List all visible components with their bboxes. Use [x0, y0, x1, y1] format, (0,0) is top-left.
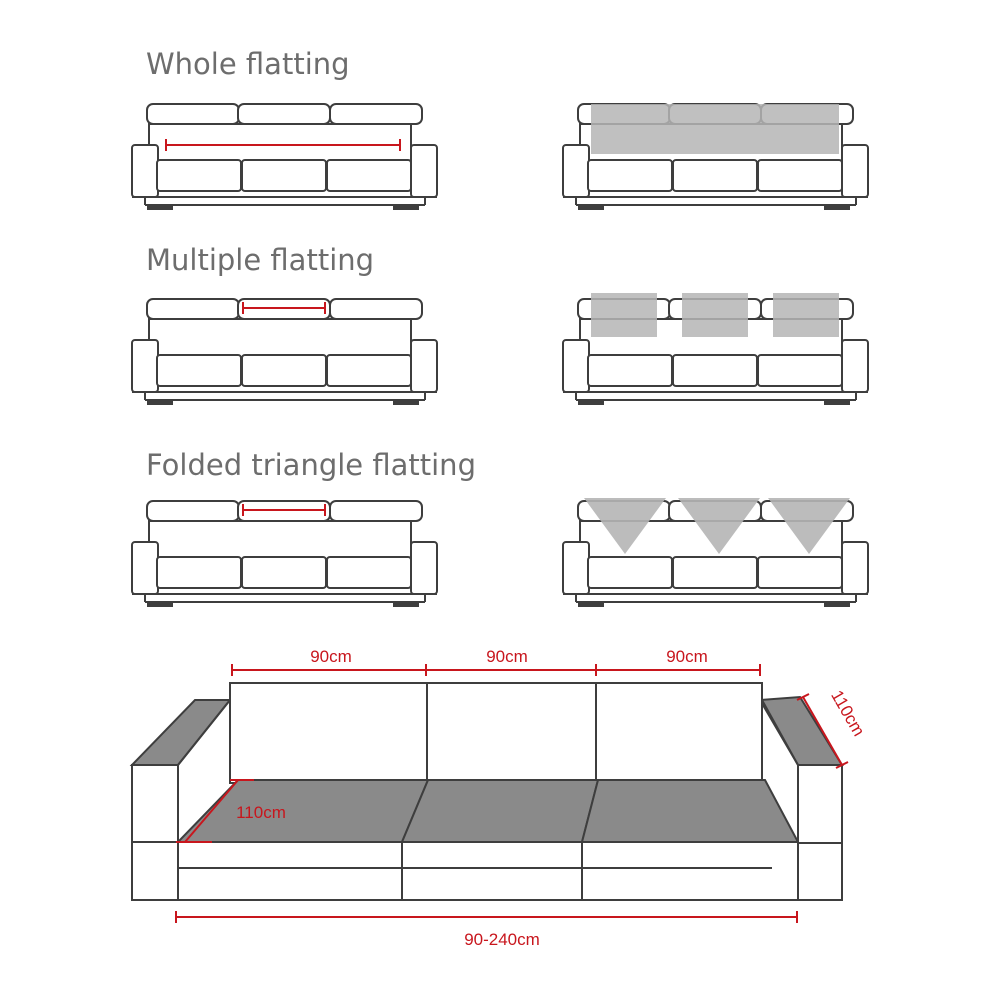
dim-arm: [796, 693, 849, 769]
sofa-whole-right: [562, 103, 869, 211]
whole-width-line: [165, 139, 401, 151]
cover-square-2: [682, 293, 748, 337]
sofa-multiple-right: [562, 293, 869, 406]
sofa-whole-left: [131, 103, 438, 211]
right-arm-cover: [758, 695, 844, 766]
multiple-width-line: [242, 302, 326, 314]
folded-triangles: [584, 498, 850, 554]
sofa-triangle-left: [131, 500, 438, 608]
dim-depth: [176, 779, 254, 843]
seat-cover-right: [580, 779, 800, 843]
triangle-width-line: [242, 504, 326, 516]
dim-label-total: 90-240cm: [464, 930, 540, 949]
left-arm-cover: [129, 699, 233, 766]
sofa-dimension-view: [129, 682, 844, 901]
dim-label-width-1: 90cm: [310, 647, 352, 666]
whole-cover-shade: [591, 104, 839, 154]
heading-triangle-flatting: Folded triangle flatting: [146, 448, 476, 482]
heading-multiple-flatting: Multiple flatting: [146, 243, 375, 277]
dim-label-width-2: 90cm: [486, 647, 528, 666]
cover-square-1: [591, 293, 657, 337]
dim-top: [231, 664, 761, 676]
sofa-multiple-left: [131, 298, 438, 406]
heading-whole-flatting: Whole flatting: [146, 47, 350, 81]
dim-label-arm: 110cm: [827, 687, 868, 740]
seat-cover-left: [175, 779, 430, 843]
seat-cover-middle: [400, 779, 600, 843]
dim-label-depth: 110cm: [236, 803, 286, 822]
dim-label-width-3: 90cm: [666, 647, 708, 666]
cover-square-3: [773, 293, 839, 337]
dim-total: [175, 911, 798, 923]
